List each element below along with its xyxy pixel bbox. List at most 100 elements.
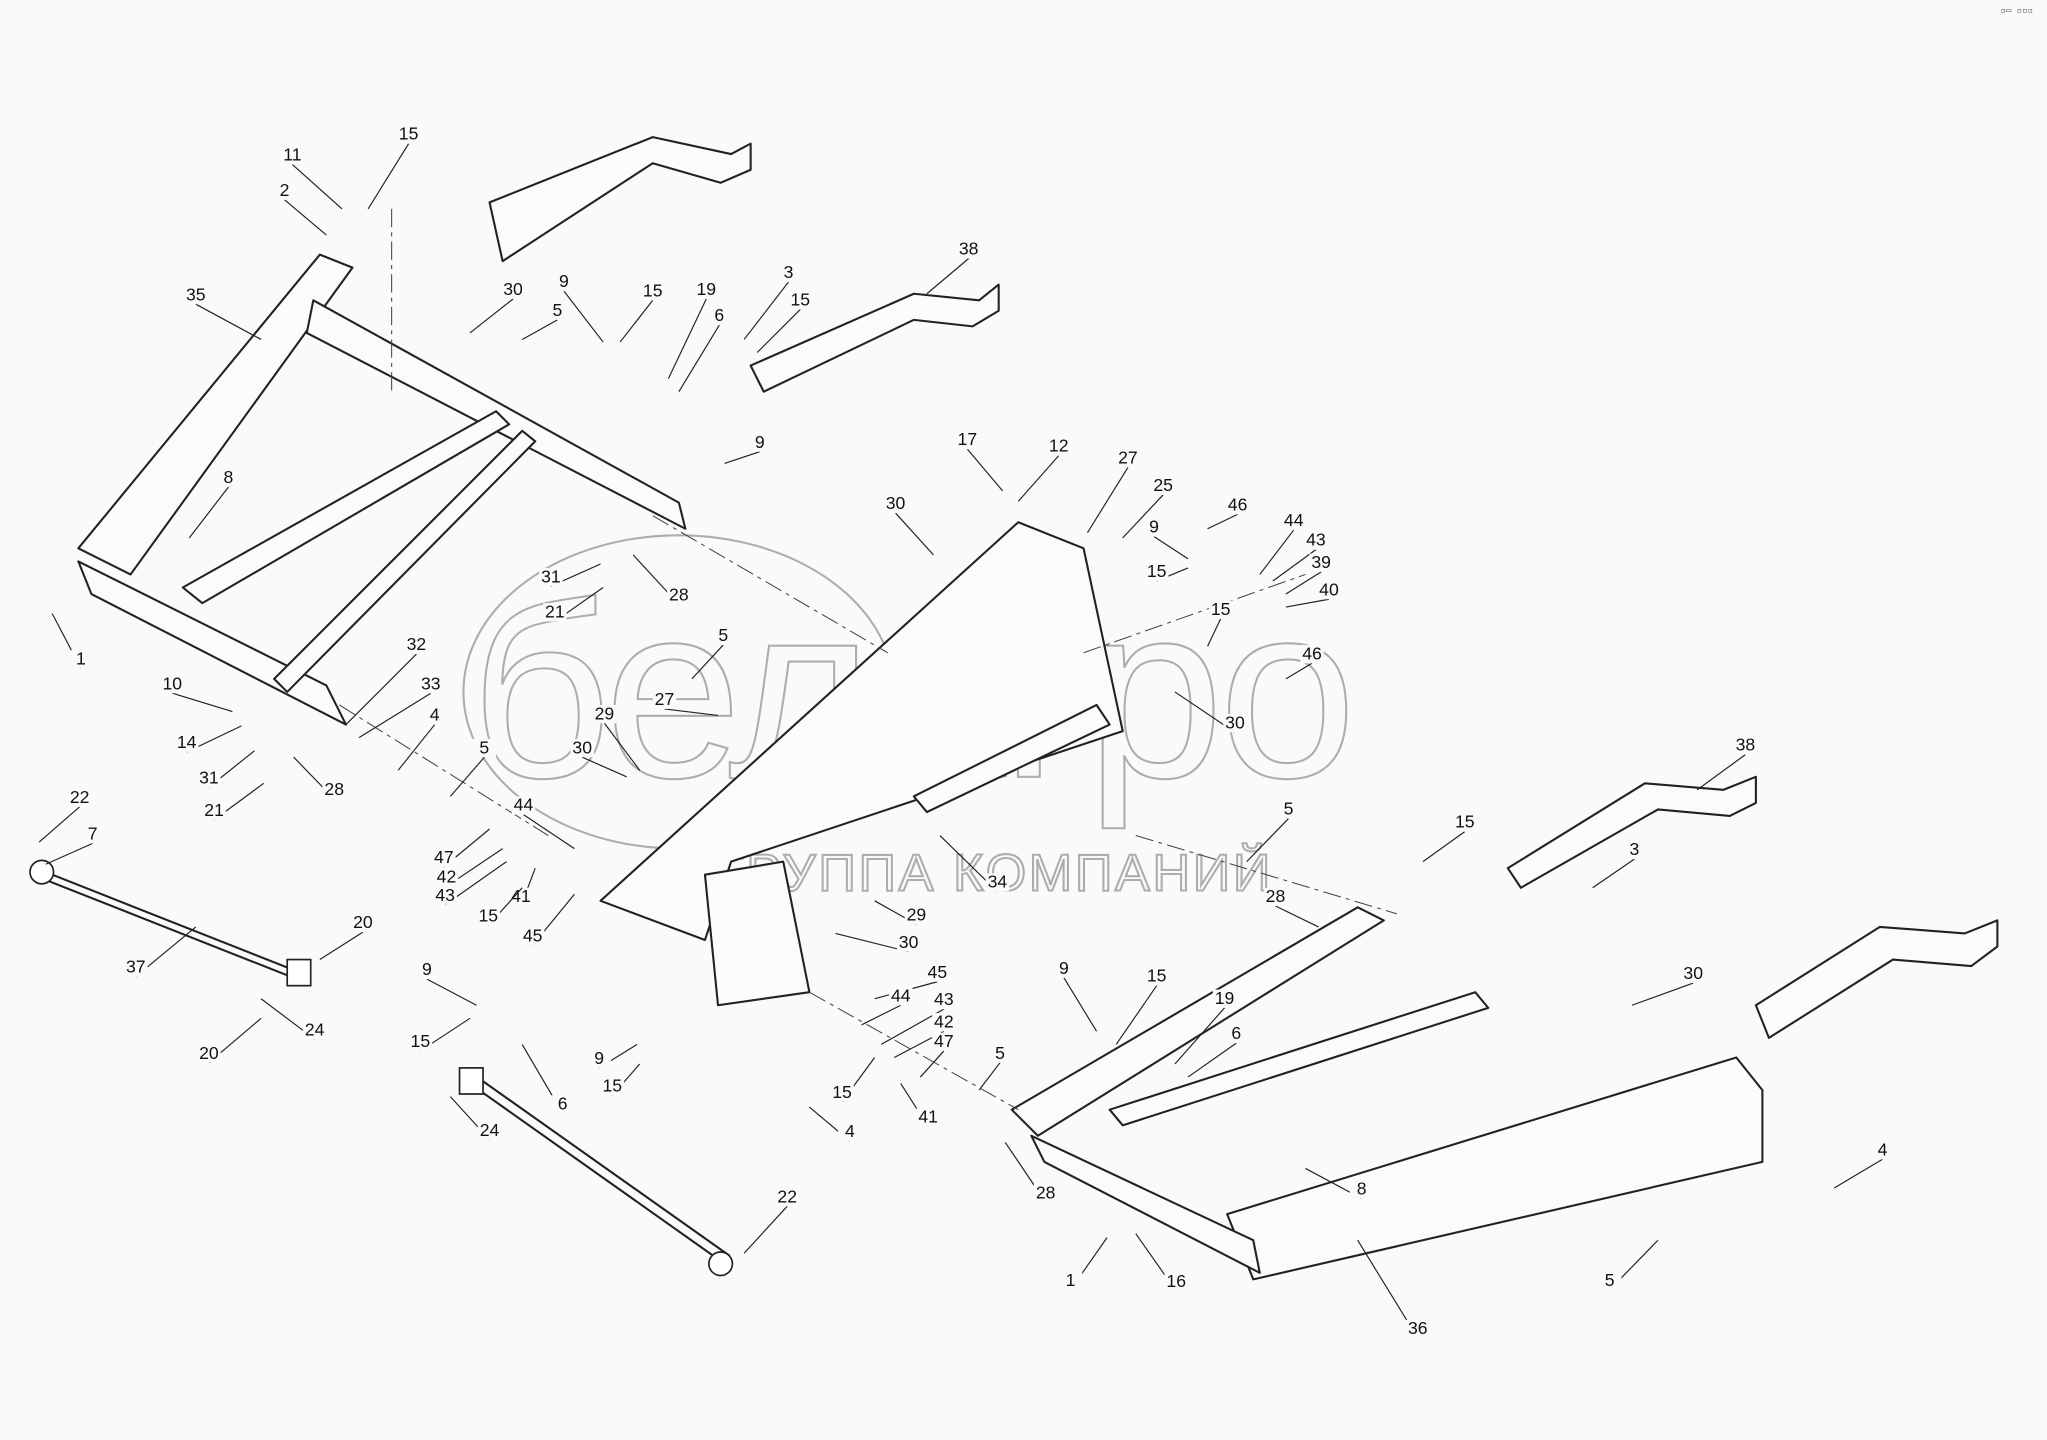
part-callout: 20 <box>353 912 373 932</box>
callout-bg <box>472 738 497 758</box>
arm-38-top <box>749 283 1000 393</box>
leader-line <box>895 512 934 556</box>
window-corner-marks: ▫▭ ▫▫▫ <box>2000 6 2033 16</box>
part-callout: 47 <box>434 847 454 867</box>
part-callout: 27 <box>1118 447 1138 467</box>
part-callout: 36 <box>1408 1318 1428 1338</box>
shield-35 <box>77 253 354 576</box>
leader-line <box>619 299 654 343</box>
part-callout: 24 <box>305 1019 325 1039</box>
part-callout: 22 <box>777 1186 797 1206</box>
part-callout: 33 <box>421 673 441 693</box>
leader-line <box>319 931 364 961</box>
callout-bg <box>694 280 719 299</box>
part-callout: 2 <box>280 180 290 200</box>
callout-bg <box>351 913 375 933</box>
leader-line <box>756 309 801 353</box>
part-callout: 30 <box>503 279 523 299</box>
part-callout: 19 <box>1215 988 1235 1008</box>
callout-bg <box>280 146 305 165</box>
callout-bg <box>1733 736 1758 755</box>
callout-bg <box>707 306 732 326</box>
leader-line <box>1631 982 1694 1006</box>
leader-line <box>724 451 760 465</box>
leader-line <box>1285 662 1313 680</box>
callout-bg <box>904 906 929 925</box>
part-callout: 42 <box>934 1011 954 1031</box>
leader-line <box>1086 467 1129 533</box>
leader-line <box>1187 1042 1237 1078</box>
callout-bg <box>1116 449 1140 468</box>
leader-line <box>1272 549 1317 582</box>
callout-bg <box>916 1108 940 1127</box>
callout-bg <box>520 926 545 946</box>
callout-bg <box>896 933 921 952</box>
part-callout: 43 <box>934 989 954 1009</box>
callout-bg <box>956 240 981 259</box>
part-callout: 30 <box>572 737 592 757</box>
part-callout: 1 <box>1066 1270 1076 1290</box>
part-callout: 41 <box>918 1107 938 1127</box>
callout-bg <box>640 282 665 301</box>
beam-right-front <box>1030 1134 1261 1274</box>
part-callout: 5 <box>553 300 563 320</box>
callout-bg <box>1300 644 1324 664</box>
part-callout: 15 <box>790 290 810 310</box>
leader-line <box>449 756 485 797</box>
leader-line <box>966 448 1004 492</box>
callout-bg <box>543 603 567 622</box>
leader-line <box>664 708 719 717</box>
callout-bg <box>419 674 443 694</box>
part-callout: 17 <box>958 429 978 449</box>
leader-line <box>38 806 81 843</box>
callout-bg <box>404 635 429 655</box>
part-callout: 6 <box>714 305 724 325</box>
leader-line <box>1592 858 1635 889</box>
leader-line <box>743 1205 788 1254</box>
callout-bg <box>985 873 1010 892</box>
diagonal-strut-right <box>1108 991 1490 1127</box>
callout-bg <box>1870 1141 1895 1160</box>
callout-bg <box>1317 580 1341 600</box>
callout-bg <box>1281 511 1306 531</box>
clevis-24 <box>458 1067 484 1095</box>
callout-bg <box>80 825 105 844</box>
leader-line <box>1833 1158 1883 1189</box>
clevis-20 <box>286 958 312 987</box>
part-callout: 47 <box>934 1031 954 1051</box>
part-callout: 28 <box>669 585 689 605</box>
part-callout: 42 <box>437 867 457 887</box>
rod-end-7 <box>29 859 55 885</box>
part-callout: 15 <box>602 1075 622 1095</box>
callout-bg <box>415 960 439 980</box>
callout-bg <box>932 1032 956 1051</box>
part-callout: 44 <box>514 795 534 815</box>
part-callout: 16 <box>1166 1271 1186 1291</box>
leader-line <box>1207 618 1222 647</box>
callout-bg <box>925 963 950 982</box>
part-callout: 40 <box>1319 579 1339 599</box>
callout-bg <box>1151 476 1175 495</box>
leader-line <box>358 692 432 739</box>
shield-36 <box>1226 1056 1764 1281</box>
callout-bg <box>1142 518 1166 537</box>
callout-bg <box>1309 553 1333 572</box>
callout-bg <box>1622 840 1647 860</box>
part-callout: 27 <box>655 689 675 709</box>
rod-37-b <box>45 878 301 982</box>
leader-line <box>469 298 514 334</box>
part-callout: 9 <box>1059 958 1069 978</box>
part-callout: 14 <box>177 732 197 752</box>
leader-line <box>835 932 909 953</box>
callout-bg <box>1058 1271 1083 1290</box>
callout-bg <box>1225 496 1250 515</box>
callout-bg <box>711 626 735 645</box>
leader-line <box>172 692 233 713</box>
callout-bg <box>433 886 457 905</box>
part-callout: 15 <box>1147 561 1167 581</box>
part-callout: 29 <box>595 703 615 723</box>
part-callout: 4 <box>845 1121 855 1141</box>
part-callout: 30 <box>1225 712 1245 732</box>
callout-bg <box>302 1020 327 1040</box>
